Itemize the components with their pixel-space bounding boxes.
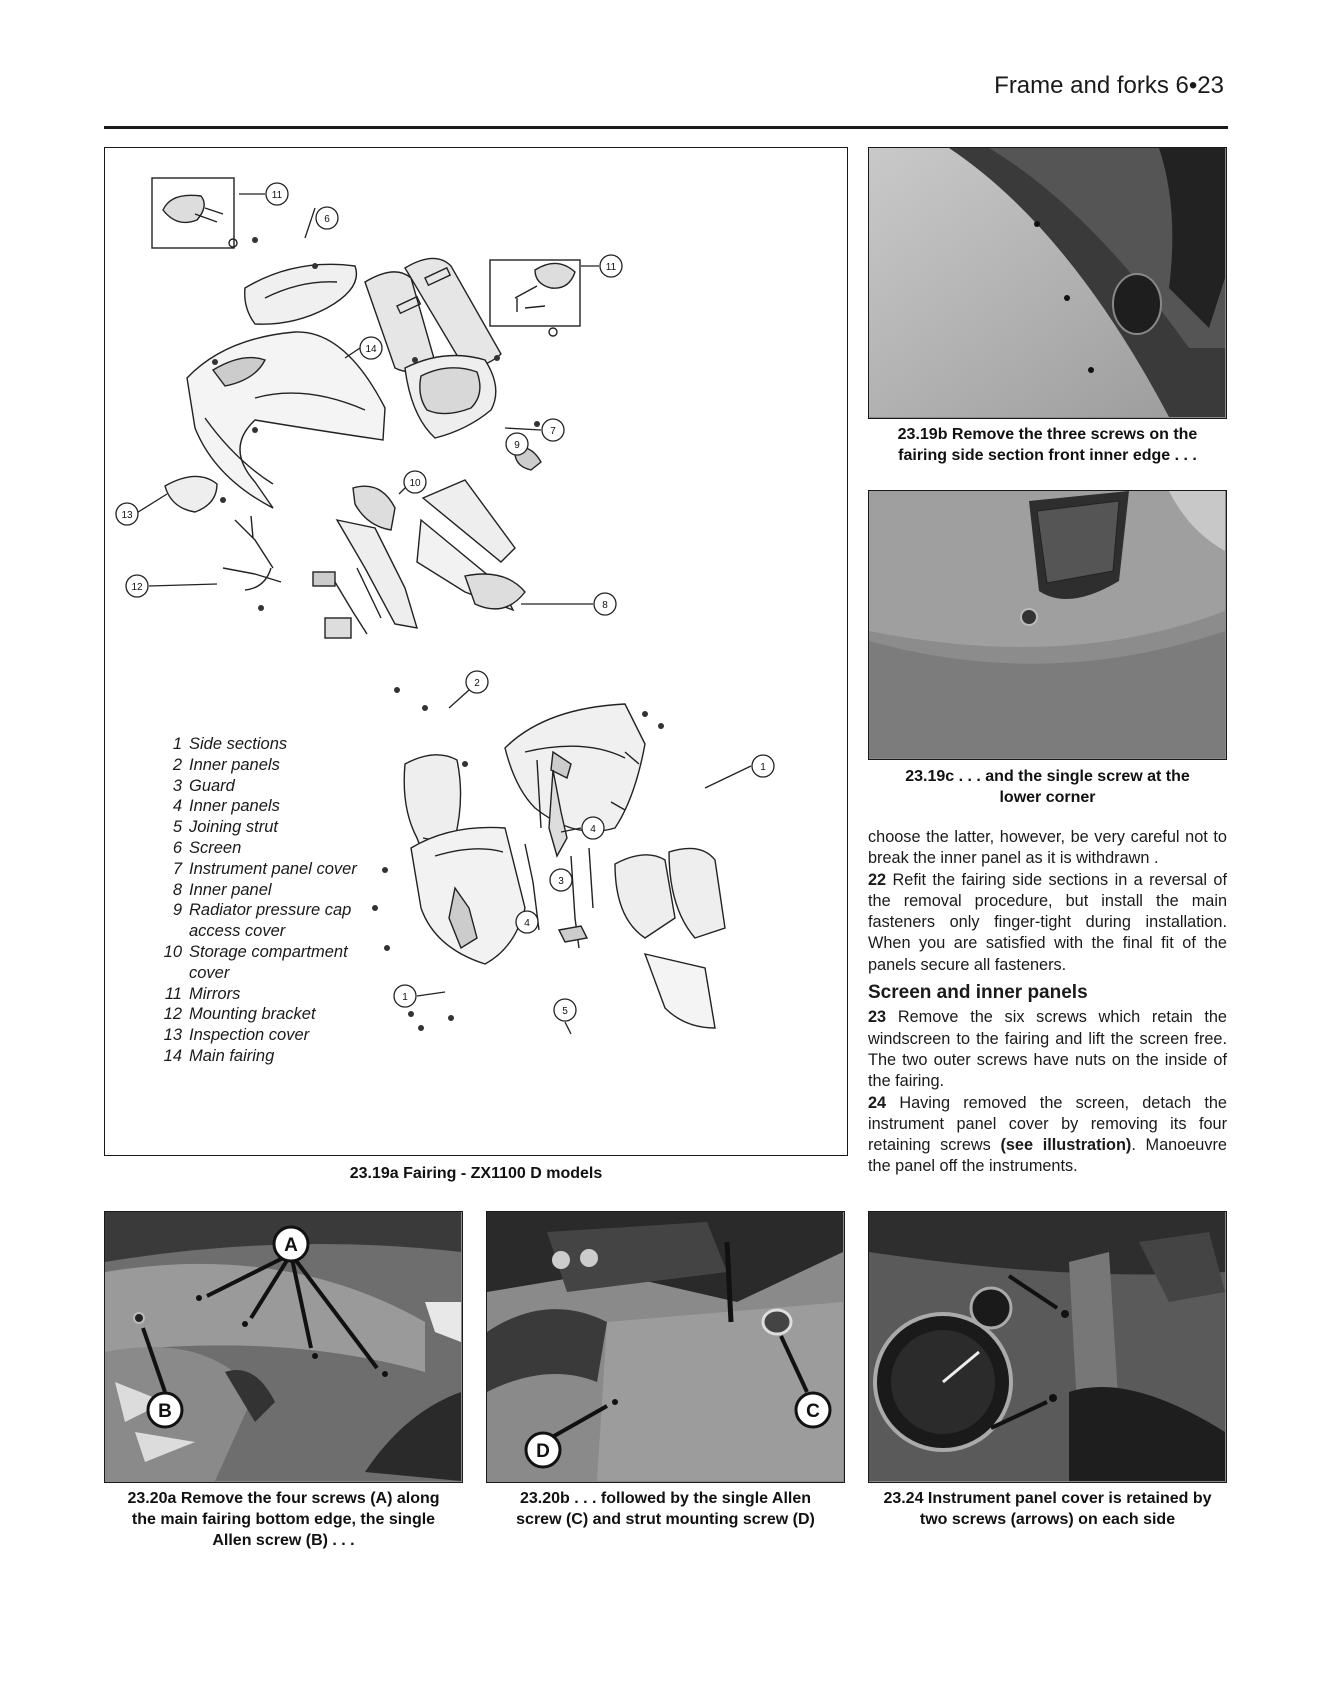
body-text-column: choose the latter, however, be very care… <box>868 827 1227 1178</box>
figure-caption-19a: 23.19a Fairing - ZX1100 D models <box>349 1165 603 1182</box>
paragraph-23: 23 Remove the six screws which retain th… <box>868 1008 1227 1091</box>
photo-24 <box>868 1211 1227 1483</box>
fairing-exploded-diagram: 11 6 11 14 7 9 10 13 12 8 2 1 4 3 4 1 5 <box>115 177 775 1035</box>
photo-19c <box>868 490 1227 760</box>
photo-19c-caption: 23.19c . . . and the single screw at the… <box>905 768 1190 806</box>
callout-1-right <box>751 754 775 778</box>
svg-text:6: 6 <box>324 214 330 225</box>
svg-text:11: 11 <box>272 190 283 201</box>
photo-19c-image <box>869 491 1225 758</box>
callout-4-left <box>515 910 539 934</box>
svg-text:1: 1 <box>402 992 408 1003</box>
callout-3 <box>549 868 573 892</box>
svg-text:12: 12 <box>131 582 143 593</box>
section-heading: Screen and inner panels <box>868 982 1088 1004</box>
label-b: B <box>158 1401 172 1422</box>
svg-text:10: 10 <box>409 478 421 489</box>
callout-10 <box>403 470 427 494</box>
paragraph-continued: choose the latter, however, be very care… <box>868 828 1227 868</box>
paragraph-22: 22 Refit the fairing side sections in a … <box>868 870 1227 974</box>
svg-text:11: 11 <box>606 262 617 273</box>
callout-13 <box>115 502 139 526</box>
svg-text:13: 13 <box>121 510 133 521</box>
label-a: A <box>284 1235 298 1256</box>
photo-19b <box>868 147 1227 419</box>
paragraph-24: 24 Having removed the screen, detach the… <box>868 1093 1227 1176</box>
photo-20a-image: A B <box>105 1212 461 1481</box>
svg-text:4: 4 <box>524 918 530 929</box>
photo-24-image <box>869 1212 1225 1481</box>
page-header: Frame and forks 6•23 <box>994 72 1224 99</box>
callout-9 <box>505 432 529 456</box>
callout-11-right <box>599 254 623 278</box>
callout-11-top <box>265 182 289 206</box>
header-rule <box>104 126 1228 129</box>
photo-20b-image: C D <box>487 1212 843 1481</box>
photo-24-caption: 23.24 Instrument panel cover is retained… <box>883 1490 1212 1528</box>
callout-4-right <box>581 816 605 840</box>
svg-text:1: 1 <box>760 762 766 773</box>
svg-text:7: 7 <box>550 426 556 437</box>
svg-text:4: 4 <box>590 824 596 835</box>
svg-text:14: 14 <box>365 344 377 355</box>
callout-5 <box>553 998 577 1022</box>
legend-item: access cover <box>189 922 286 941</box>
callout-14 <box>359 336 383 360</box>
callout-2 <box>465 670 489 694</box>
svg-text:3: 3 <box>558 876 564 887</box>
svg-text:8: 8 <box>602 600 608 611</box>
callout-12 <box>125 574 149 598</box>
photo-20a: A B <box>104 1211 463 1483</box>
callout-1-left <box>393 984 417 1008</box>
legend-item: cover <box>189 963 230 982</box>
callout-8 <box>593 592 617 616</box>
callout-7 <box>541 418 565 442</box>
photo-20b: C D <box>486 1211 845 1483</box>
label-d: D <box>536 1441 550 1462</box>
photo-19b-image <box>869 148 1225 417</box>
svg-text:9: 9 <box>514 440 520 451</box>
svg-text:5: 5 <box>562 1006 568 1017</box>
svg-text:2: 2 <box>474 678 480 689</box>
callout-6 <box>315 206 339 230</box>
photo-20b-caption: 23.20b . . . followed by the single Alle… <box>516 1490 815 1528</box>
fairing-diagram-frame: 11 6 11 14 7 9 10 13 12 8 2 1 4 3 4 1 5 <box>104 147 848 1156</box>
label-c: C <box>806 1401 820 1422</box>
